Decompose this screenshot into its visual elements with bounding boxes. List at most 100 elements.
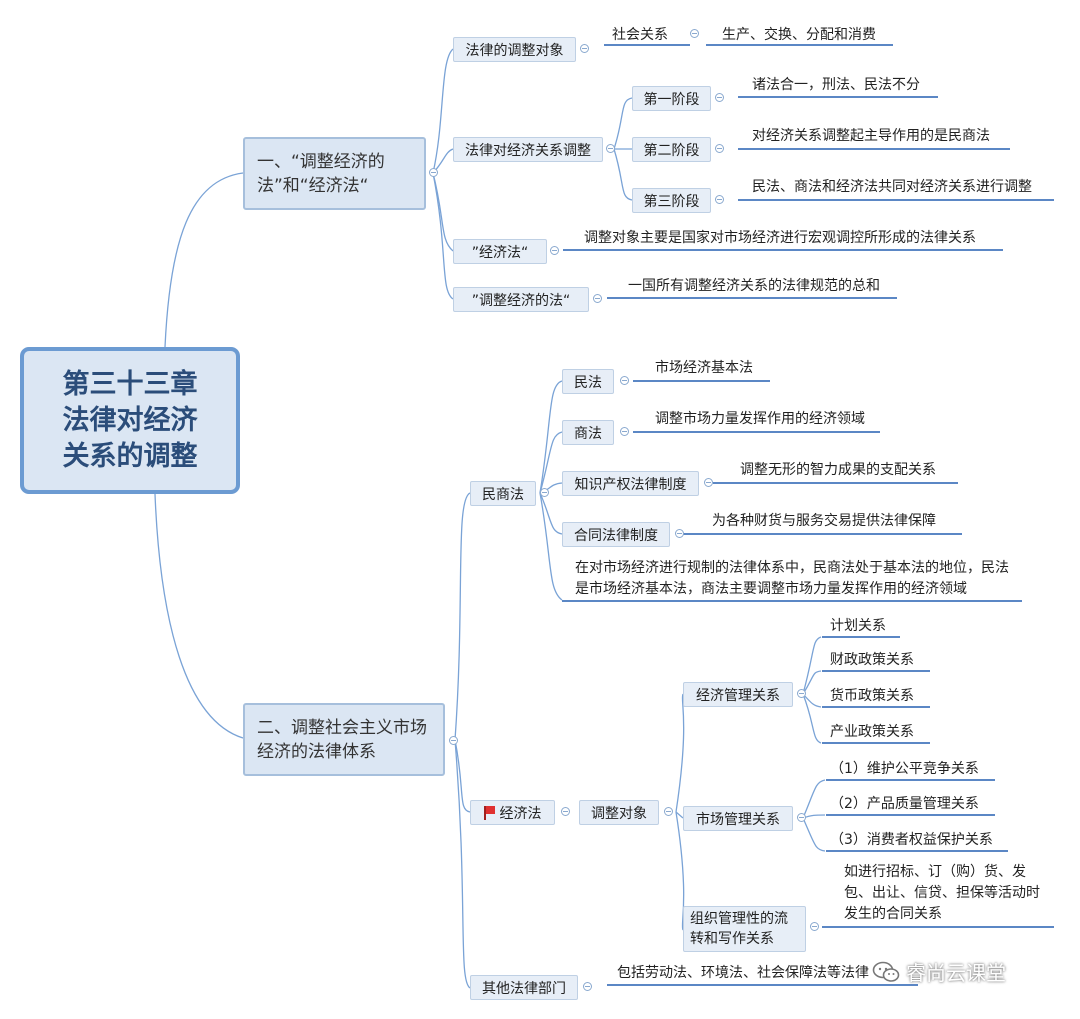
node-mgmt-item-2: 财政政策关系 xyxy=(830,649,914,669)
node-economic-law[interactable]: 经济法 xyxy=(470,800,555,825)
node-economic-management[interactable]: 经济管理关系 xyxy=(683,682,793,707)
node-ip-law[interactable]: 知识产权法律制度 xyxy=(562,471,699,496)
node-market-management-label: 市场管理关系 xyxy=(696,811,780,828)
node-economic-adjustment[interactable]: 法律对经济关系调整 xyxy=(453,137,603,162)
collapse-toggle-icon[interactable] xyxy=(620,427,629,436)
root-title: 第三十三章 法律对经济 关系的调整 xyxy=(62,368,198,472)
collapse-toggle-icon[interactable] xyxy=(620,376,629,385)
node-mgmt-item-3: 货币政策关系 xyxy=(830,685,914,705)
node-mgmt-item-1: 计划关系 xyxy=(830,615,886,635)
collapse-toggle-icon[interactable] xyxy=(690,29,699,38)
node-org-management-label: 组织管理性的流转和写作关系 xyxy=(690,911,788,947)
node-economic-law-term-label: ”经济法“ xyxy=(471,244,529,261)
node-civil-summary: 在对市场经济进行规制的法律体系中，民商法处于基本法的地位，民法是市场经济基本法，… xyxy=(575,558,1015,600)
node-social-relation[interactable]: 社会关系 xyxy=(612,24,668,44)
node-economic-law-label: 经济法 xyxy=(499,805,542,822)
node-stage-2-desc: 对经济关系调整起主导作用的是民商法 xyxy=(752,125,990,145)
node-other-laws-desc: 包括劳动法、环境法、社会保障法等法律 xyxy=(617,962,869,982)
node-civil-summary-label: 在对市场经济进行规制的法律体系中，民商法处于基本法的地位，民法是市场经济基本法，… xyxy=(575,560,1009,597)
node-production-exchange-label: 生产、交换、分配和消费 xyxy=(722,27,876,43)
collapse-toggle-icon[interactable] xyxy=(550,246,559,255)
node-contract-law-desc-label: 为各种财货与服务交易提供法律保障 xyxy=(712,513,936,529)
collapse-toggle-icon[interactable] xyxy=(540,488,549,497)
node-market-item-1-label: （1）维护公平竞争关系 xyxy=(830,761,979,777)
node-stage-1-label: 第一阶段 xyxy=(643,91,700,108)
flag-icon xyxy=(483,805,495,820)
node-other-laws-desc-label: 包括劳动法、环境法、社会保障法等法律 xyxy=(617,965,869,981)
node-mgmt-item-4: 产业政策关系 xyxy=(830,721,914,741)
node-other-laws-label: 其他法律部门 xyxy=(482,980,566,997)
node-adjust-object[interactable]: 调整对象 xyxy=(579,800,659,825)
node-ip-law-desc-label: 调整无形的智力成果的支配关系 xyxy=(740,462,936,478)
collapse-toggle-icon[interactable] xyxy=(715,195,724,204)
node-civil-law[interactable]: 民法 xyxy=(562,369,614,394)
node-contract-law-label: 合同法律制度 xyxy=(574,527,658,544)
collapse-toggle-icon[interactable] xyxy=(561,807,570,816)
node-ip-law-desc: 调整无形的智力成果的支配关系 xyxy=(740,459,936,479)
node-market-item-2: （2）产品质量管理关系 xyxy=(830,793,979,813)
collapse-toggle-icon[interactable] xyxy=(797,689,806,698)
collapse-toggle-icon[interactable] xyxy=(797,813,806,822)
branch-market-legal-system[interactable]: 二、调整社会主义市场经济的法律体系 xyxy=(243,703,445,776)
collapse-toggle-icon[interactable] xyxy=(715,144,724,153)
node-civil-law-desc-label: 市场经济基本法 xyxy=(655,360,753,376)
branch-market-legal-system-label: 二、调整社会主义市场经济的法律体系 xyxy=(257,717,427,762)
node-contract-law[interactable]: 合同法律制度 xyxy=(562,522,670,547)
node-adjust-law-desc: 一国所有调整经济关系的法律规范的总和 xyxy=(628,275,880,295)
root-topic[interactable]: 第三十三章 法律对经济 关系的调整 xyxy=(20,347,240,494)
node-adjust-law-term-label: ”调整经济的法“ xyxy=(471,292,571,309)
node-economic-law-desc-label: 调整对象主要是国家对市场经济进行宏观调控所形成的法律关系 xyxy=(584,230,976,246)
node-production-exchange: 生产、交换、分配和消费 xyxy=(722,24,876,44)
wechat-icon xyxy=(872,961,900,982)
branch-adjust-economy-law[interactable]: 一、“调整经济的法”和“经济法“ xyxy=(243,137,426,210)
collapse-toggle-icon[interactable] xyxy=(606,144,615,153)
collapse-toggle-icon[interactable] xyxy=(810,922,819,931)
node-mgmt-item-1-label: 计划关系 xyxy=(830,618,886,634)
node-market-item-3: （3）消费者权益保护关系 xyxy=(830,829,993,849)
node-ip-law-label: 知识产权法律制度 xyxy=(574,476,687,493)
node-stage-3[interactable]: 第三阶段 xyxy=(632,188,711,213)
node-org-management[interactable]: 组织管理性的流转和写作关系 xyxy=(683,906,806,952)
node-commercial-law[interactable]: 商法 xyxy=(562,420,614,445)
collapse-toggle-icon[interactable] xyxy=(583,982,592,991)
node-org-desc: 如进行招标、订（购）货、发包、出让、信贷、担保等活动时发生的合同关系 xyxy=(844,862,1052,924)
collapse-toggle-icon[interactable] xyxy=(580,44,589,53)
collapse-toggle-icon[interactable] xyxy=(449,736,458,745)
node-economic-adjustment-label: 法律对经济关系调整 xyxy=(465,142,591,159)
node-civil-commercial-law-label: 民商法 xyxy=(482,486,524,503)
node-economic-law-term[interactable]: ”经济法“ xyxy=(453,239,547,264)
branch-adjust-economy-law-label: 一、“调整经济的法”和“经济法“ xyxy=(257,151,385,196)
collapse-toggle-icon[interactable] xyxy=(704,478,713,487)
node-stage-1-desc: 诸法合一，刑法、民法不分 xyxy=(752,74,920,94)
node-commercial-law-desc: 调整市场力量发挥作用的经济领域 xyxy=(655,408,865,428)
node-adjust-law-desc-label: 一国所有调整经济关系的法律规范的总和 xyxy=(628,278,880,294)
collapse-toggle-icon[interactable] xyxy=(429,168,438,177)
node-legal-object[interactable]: 法律的调整对象 xyxy=(453,37,576,62)
node-civil-law-desc: 市场经济基本法 xyxy=(655,357,753,377)
node-stage-3-label: 第三阶段 xyxy=(643,193,700,210)
node-commercial-law-label: 商法 xyxy=(574,425,602,442)
node-mgmt-item-4-label: 产业政策关系 xyxy=(830,724,914,740)
collapse-toggle-icon[interactable] xyxy=(675,529,684,538)
node-contract-law-desc: 为各种财货与服务交易提供法律保障 xyxy=(712,510,936,530)
node-stage-2[interactable]: 第二阶段 xyxy=(632,137,711,162)
node-other-laws[interactable]: 其他法律部门 xyxy=(470,975,578,1000)
collapse-toggle-icon[interactable] xyxy=(664,807,673,816)
watermark-text: 睿尚云课堂 xyxy=(906,961,1006,985)
node-stage-1-desc-label: 诸法合一，刑法、民法不分 xyxy=(752,77,920,93)
collapse-toggle-icon[interactable] xyxy=(593,294,602,303)
node-market-item-1: （1）维护公平竞争关系 xyxy=(830,758,979,778)
watermark: 睿尚云课堂 xyxy=(872,957,1006,986)
node-civil-law-label: 民法 xyxy=(574,374,602,391)
node-adjust-law-term[interactable]: ”调整经济的法“ xyxy=(453,287,589,312)
node-economic-law-desc: 调整对象主要是国家对市场经济进行宏观调控所形成的法律关系 xyxy=(584,227,976,247)
node-social-relation-label: 社会关系 xyxy=(612,27,668,43)
node-stage-1[interactable]: 第一阶段 xyxy=(632,86,711,111)
collapse-toggle-icon[interactable] xyxy=(715,93,724,102)
node-civil-commercial-law[interactable]: 民商法 xyxy=(470,481,536,506)
node-stage-3-desc-label: 民法、商法和经济法共同对经济关系进行调整 xyxy=(752,179,1032,195)
node-legal-object-label: 法律的调整对象 xyxy=(465,42,564,59)
node-stage-2-label: 第二阶段 xyxy=(643,142,700,159)
node-market-management[interactable]: 市场管理关系 xyxy=(683,806,793,831)
